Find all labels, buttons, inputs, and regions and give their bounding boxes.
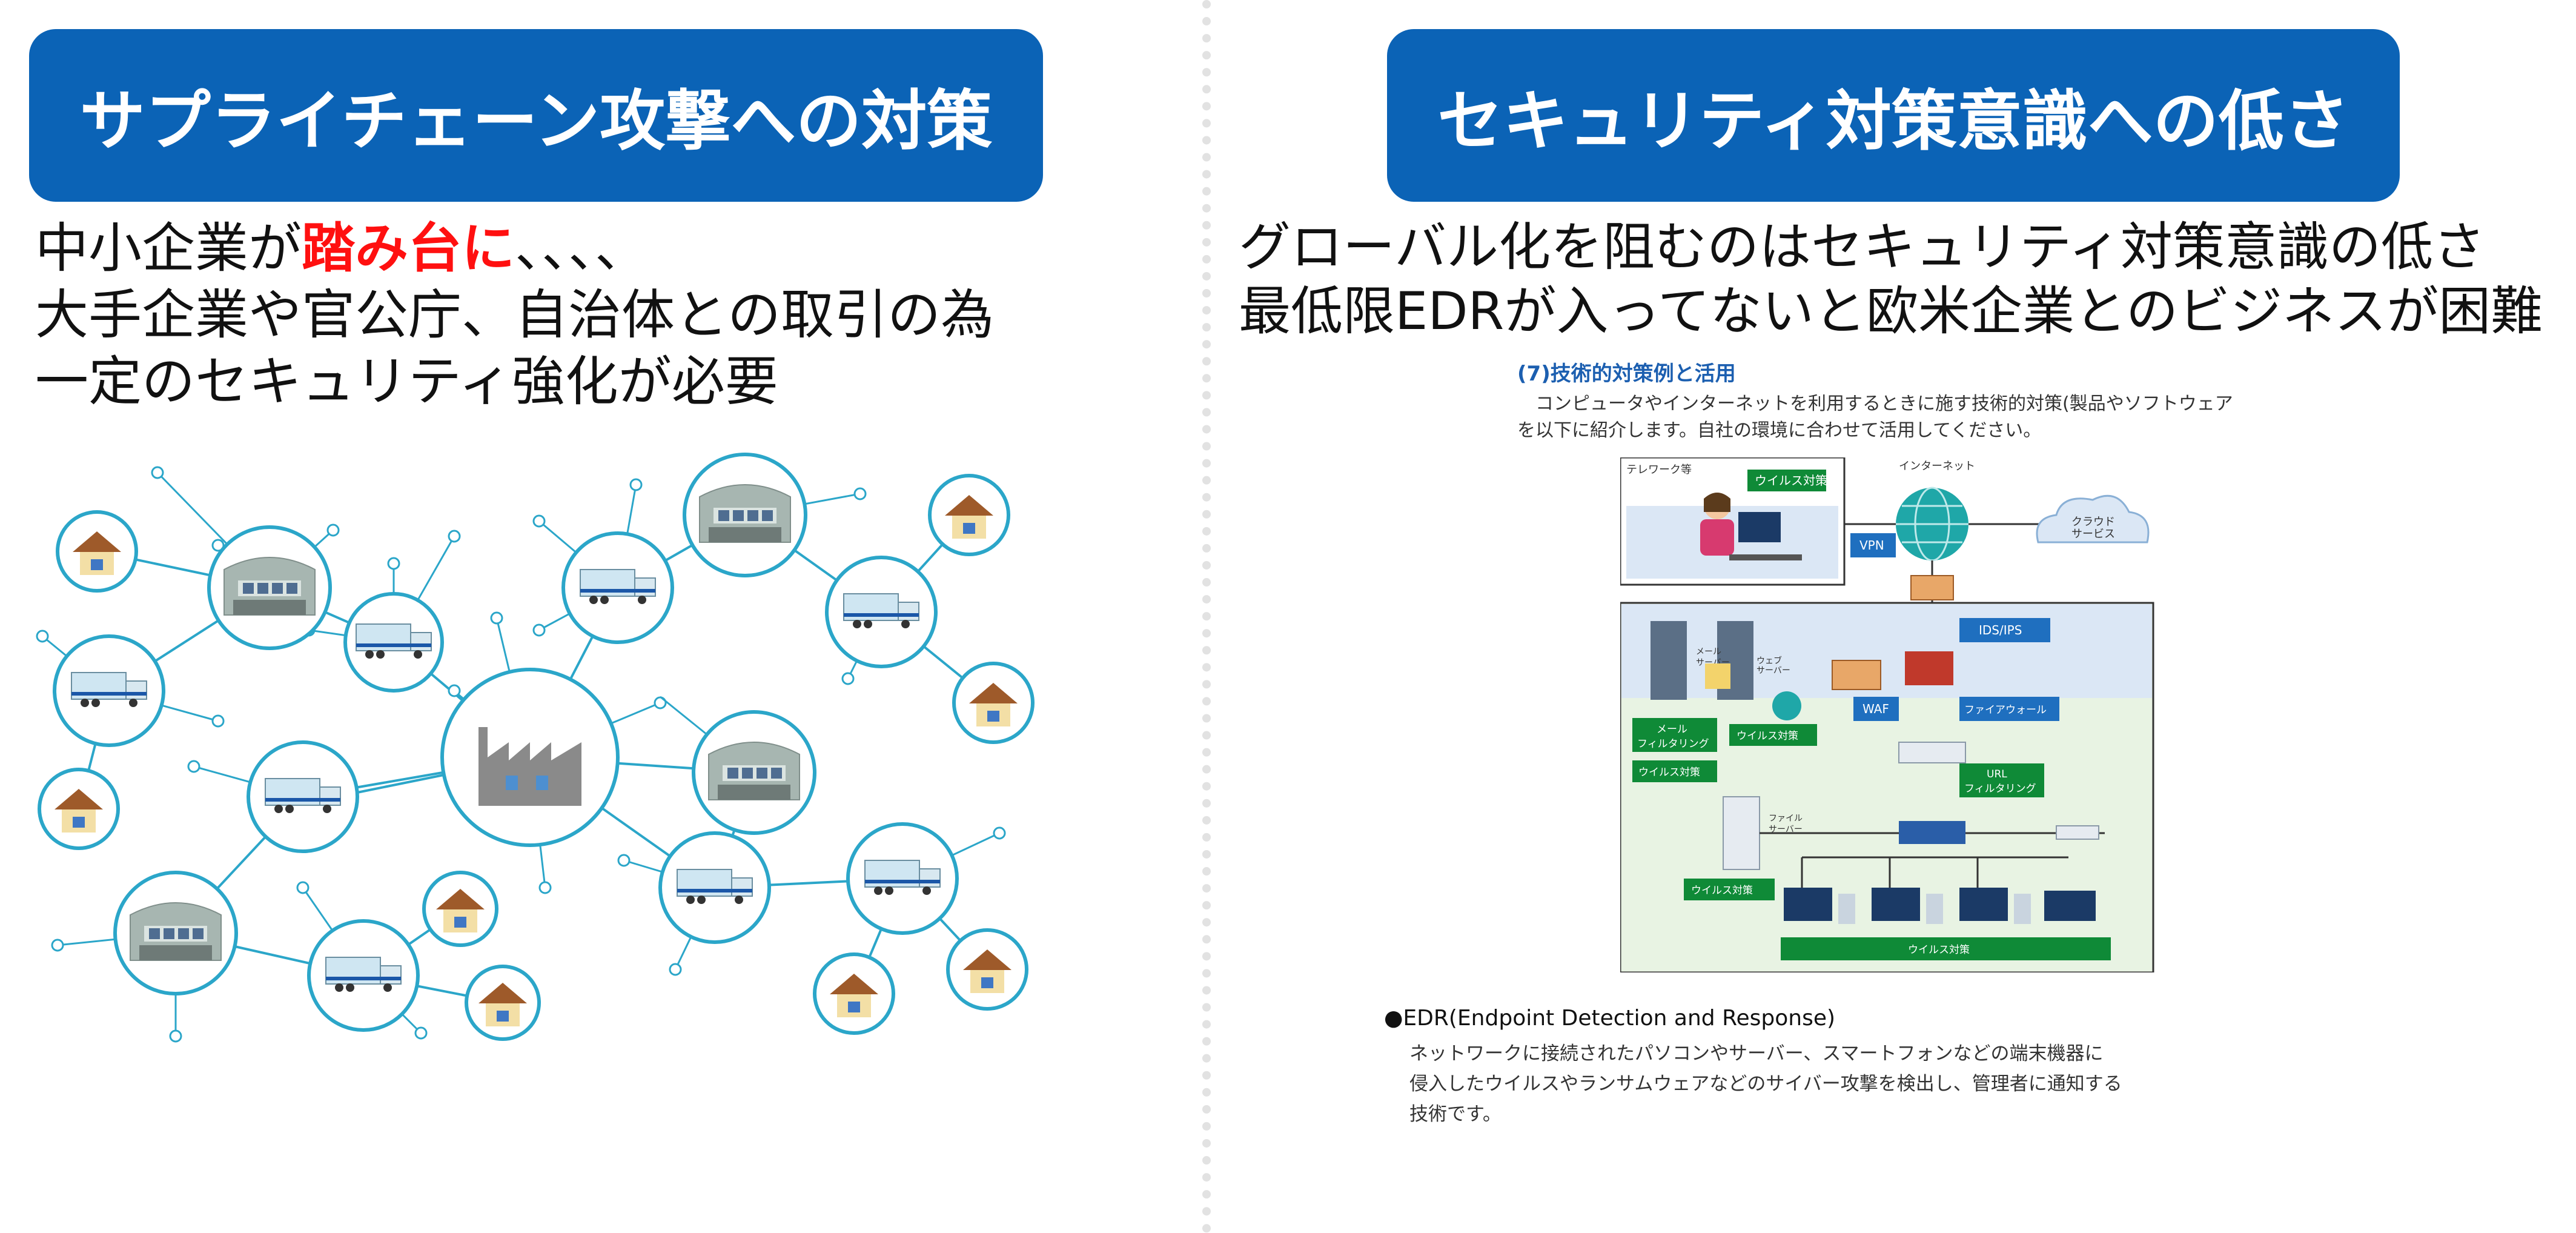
edr-line-2: 侵入したウイルスやランサムウェアなどのサイバー攻撃を検出し、管理者に通知する [1409, 1073, 2122, 1095]
file-server-icon [1723, 796, 1760, 870]
mail-envelope-icon [1705, 663, 1730, 689]
waf-badge [1853, 697, 1899, 721]
security-diagram: テレワーク等 ウイルス対策 インターネット クラウド サービス VPN [1620, 457, 2154, 972]
file-virus-badge [1684, 879, 1775, 900]
waf-label: WAF [1862, 702, 1889, 716]
url-filter-device-icon [1898, 742, 1966, 763]
web-server-label-2: サーバー [1757, 666, 1790, 676]
file-virus-label: ウイルス対策 [1691, 885, 1753, 897]
endpoint-virus-label: ウイルス対策 [1908, 944, 1970, 956]
left-line-3: 一定のセキュリティ強化が必要 [35, 350, 778, 413]
ids-label: IDS/IPS [1979, 623, 2022, 637]
left-line-1-post: 、、、、 [515, 217, 649, 279]
left-line-1-pre: 中小企業が [35, 217, 302, 279]
telework-virus-badge [1747, 470, 1826, 491]
ids-badge [1959, 618, 2050, 642]
doc-heading: (7)技術的対策例と活用 [1517, 362, 1736, 386]
firewall-badge [1959, 697, 2059, 721]
mail-virus-badge [1632, 760, 1717, 782]
person-at-computer-icon [1700, 493, 1802, 560]
vpn-label: VPN [1859, 538, 1884, 553]
left-line-1-emphasis: 踏み台に [302, 217, 515, 279]
left-line-1: 中小企業が踏み台に、、、、 [35, 215, 994, 282]
left-line-2: 大手企業や官公庁、自治体との取引の為 [35, 284, 995, 346]
doc-paragraph-2: を以下に紹介します。自社の環境に合わせて活用してください。 [1517, 420, 2042, 441]
url-filter-label-1: URL [1987, 768, 2007, 780]
endpoint-virus-badge [1781, 937, 2111, 960]
url-filter-badge [1959, 763, 2044, 797]
vpn-badge [1850, 533, 1896, 557]
web-virus-label: ウイルス対策 [1737, 730, 1798, 742]
web-globe-icon [1772, 691, 1801, 720]
router-icon [1910, 575, 1954, 600]
web-server-label-1: ウェブ [1757, 656, 1782, 666]
firewall-label: ファイアウォール [1964, 704, 2047, 716]
web-virus-badge [1729, 724, 1817, 746]
network-switch-icon [1899, 821, 1965, 844]
file-server-label-1: ファイル [1769, 814, 1803, 823]
panel-divider [1202, 0, 1211, 1233]
right-line-2: 最低限EDRが入ってないと欧米企業とのビジネスが困難 [1239, 281, 2543, 342]
mail-virus-label: ウイルス対策 [1638, 766, 1700, 779]
doc-paragraph-1: コンピュータやインターネットを利用するときに施す技術的対策(製品やソフトウェア [1535, 393, 2233, 414]
right-line-1: グローバル化を阻むのはセキュリティ対策意識の低さ [1239, 217, 2485, 278]
internet-globe-icon [1896, 487, 1968, 562]
mail-server-label-1: メール [1696, 647, 1721, 657]
mail-filter-label-2: フィルタリング [1637, 738, 1709, 750]
wireless-ap-icon [2056, 825, 2099, 840]
factory-icon [478, 727, 581, 806]
telework-virus-label: ウイルス対策 [1755, 473, 1827, 488]
cloud-label-2: サービス [2071, 528, 2115, 540]
url-filter-label-2: フィルタリング [1964, 783, 2036, 795]
telework-label: テレワーク等 [1626, 464, 1692, 476]
document-excerpt: (7)技術的対策例と活用 コンピュータやインターネットを利用するときに施す技術的… [1384, 348, 2280, 1166]
mail-filter-label-1: メール [1657, 723, 1687, 736]
waf-device-icon [1832, 660, 1881, 690]
internet-label: インターネット [1899, 460, 1975, 473]
mail-filter-badge [1632, 718, 1717, 752]
right-body-text: グローバル化を阻むのはセキュリティ対策意識の低さ 最低限EDRが入ってないと欧米… [1239, 215, 2543, 344]
file-server-label-2: サーバー [1769, 825, 1803, 834]
cloud-label-1: クラウド [2071, 516, 2115, 528]
edr-line-1: ネットワークに接続されたパソコンやサーバー、スマートフォンなどの端末機器に [1409, 1043, 2104, 1065]
supply-chain-network-illustration [36, 453, 1035, 1043]
client-pcs-icon [1784, 888, 2096, 921]
left-body-text: 中小企業が踏み台に、、、、 大手企業や官公庁、自治体との取引の為 一定のセキュリ… [35, 215, 994, 415]
firewall-icon [1905, 651, 1953, 685]
edr-line-3: 技術です。 [1409, 1103, 1502, 1125]
edr-title: ●EDR(Endpoint Detection and Response) [1384, 1006, 1836, 1031]
left-title: サプライチェーン攻撃への対策 [29, 29, 1043, 202]
right-title: セキュリティ対策意識への低さ [1387, 29, 2400, 202]
cloud-service-icon: クラウド サービス [2036, 494, 2150, 543]
